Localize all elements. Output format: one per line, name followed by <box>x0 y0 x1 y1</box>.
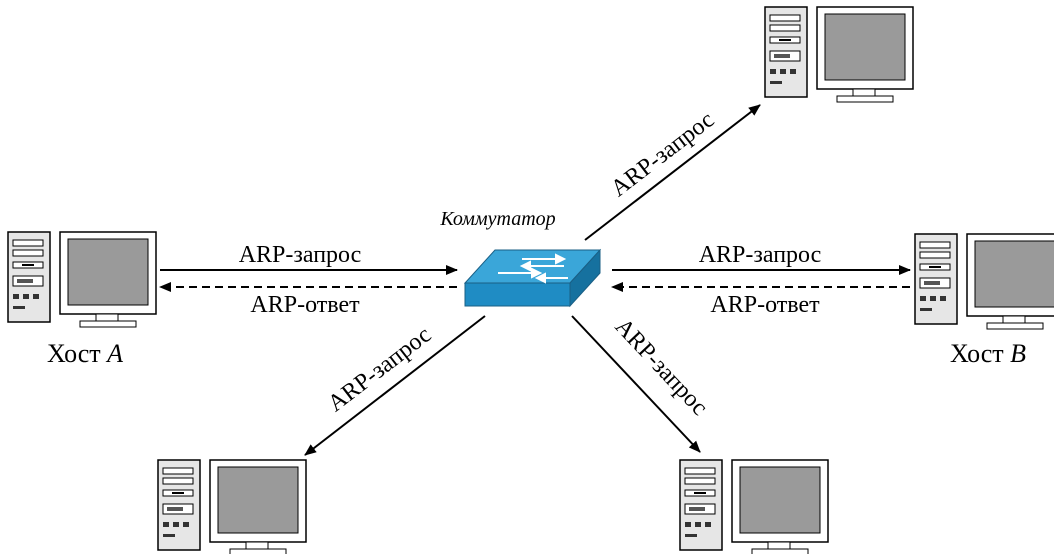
switch-icon <box>463 248 602 308</box>
host-a-label-letter: A <box>105 339 123 368</box>
arrow-request-top-right <box>584 104 761 241</box>
host-a-label-prefix: Хост <box>47 339 107 368</box>
computer-host-b <box>914 233 1054 330</box>
computer-top-right <box>764 6 914 103</box>
label-request-bottom-right: ARP-запрос <box>610 314 713 421</box>
computer-bottom-left <box>157 459 307 554</box>
host-a-label: Хост A <box>47 339 123 368</box>
host-b-label-prefix: Хост <box>950 339 1010 368</box>
label-request-top-right: ARP-запрос <box>606 107 719 202</box>
label-request-host-a: ARP-запрос <box>239 242 362 268</box>
switch-label: Коммутатор <box>439 208 555 230</box>
label-request-host-b: ARP-запрос <box>699 242 822 268</box>
label-reply-host-a: ARP-ответ <box>250 292 360 318</box>
label-request-bottom-left: ARP-запрос <box>323 322 436 417</box>
label-reply-host-b: ARP-ответ <box>710 292 820 318</box>
arrow-request-bottom-left <box>304 315 486 456</box>
computer-bottom-right <box>679 459 829 554</box>
host-b-label-letter: B <box>1010 339 1026 368</box>
arrow-request-bottom-right <box>571 315 701 453</box>
host-b-label: Хост B <box>950 339 1026 368</box>
computer-host-a <box>7 231 157 328</box>
